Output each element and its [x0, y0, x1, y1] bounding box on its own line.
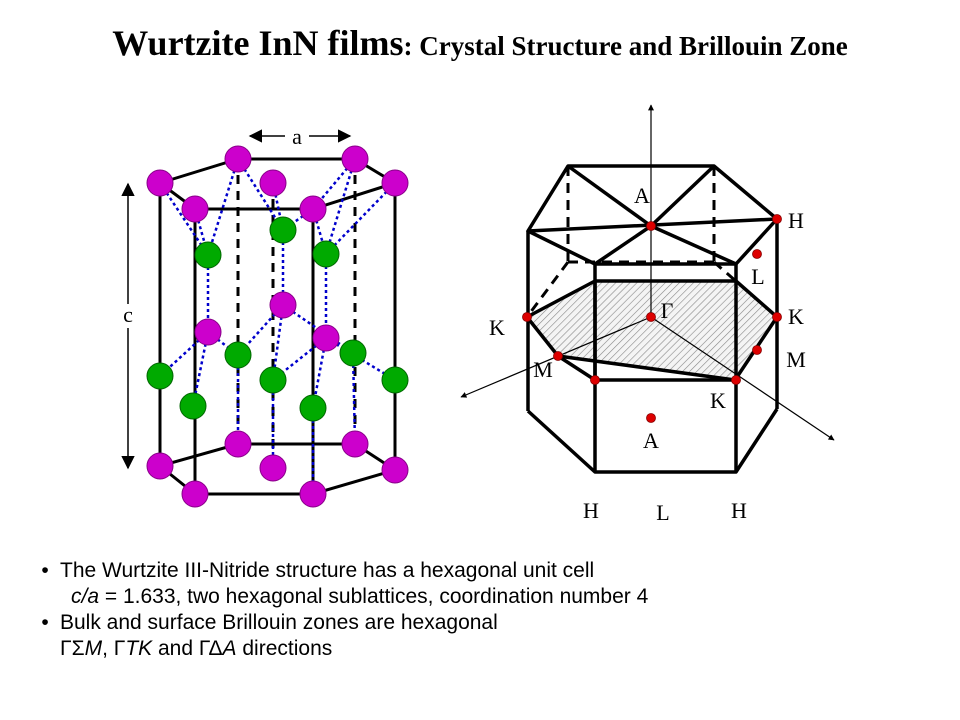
dir-sep-2: and ΓΔ — [152, 637, 223, 660]
dir3-point: A — [222, 637, 237, 660]
dir1-prefix: ΓΣ — [60, 637, 85, 660]
label-c: c — [123, 302, 133, 327]
dir-sep-1: , Γ — [102, 637, 126, 660]
title-main: Wurtzite InN films — [112, 23, 404, 63]
point-label-m-left: M — [533, 357, 553, 382]
indium-atoms — [146, 145, 409, 508]
point-label-a-top: A — [634, 183, 650, 208]
bullet-list: •The Wurtzite III-Nitride structure has … — [30, 558, 930, 662]
label-a: a — [292, 124, 302, 149]
point-label-m-right: M — [786, 347, 806, 372]
point-label-k-left: K — [489, 315, 505, 340]
title-subtitle: : Crystal Structure and Brillouin Zone — [403, 31, 848, 61]
bullet-1-detail-text: = 1.633, two hexagonal sublattices, coor… — [99, 585, 649, 608]
hidden-edges — [525, 166, 778, 319]
bullet-2-detail: ΓΣM, ΓTK and ΓΔA directions — [30, 636, 930, 662]
page-title: Wurtzite InN films: Crystal Structure an… — [0, 22, 960, 64]
crystal-structure-diagram: a c — [118, 124, 409, 508]
dir2-points: TK — [125, 637, 153, 660]
bullet-2-text: Bulk and surface Brillouin zones are hex… — [60, 611, 498, 634]
dimension-a: a — [248, 124, 352, 149]
dir1-point: M — [84, 637, 103, 660]
point-label-k-right: K — [788, 304, 804, 329]
dimension-c: c — [118, 182, 138, 470]
basal-plane — [527, 281, 777, 380]
nitrogen-atoms — [146, 216, 409, 422]
bullet-1-text: The Wurtzite III-Nitride structure has a… — [60, 559, 595, 582]
point-label-a-bottom: A — [643, 428, 659, 453]
symmetry-points — [522, 214, 782, 423]
point-label-gamma: Γ — [661, 298, 674, 323]
bullet-1-ratio: c/a — [71, 585, 100, 608]
point-label-l-bottom: L — [656, 500, 669, 525]
dir-suffix: directions — [236, 637, 333, 660]
point-label-l-right: L — [751, 264, 764, 289]
point-label-h-bottom-left: H — [583, 498, 599, 523]
bullet-item-2: •Bulk and surface Brillouin zones are he… — [41, 611, 498, 634]
bullet-item-1: •The Wurtzite III-Nitride structure has … — [41, 559, 595, 582]
point-label-k-front: K — [710, 388, 726, 413]
point-label-h-top: H — [788, 208, 804, 233]
point-label-h-bottom-right: H — [731, 498, 747, 523]
brillouin-zone-diagram: A H L Γ K K M M K A H L H — [460, 104, 835, 525]
bullet-1-detail: c/a = 1.633, two hexagonal sublattices, … — [30, 584, 930, 610]
